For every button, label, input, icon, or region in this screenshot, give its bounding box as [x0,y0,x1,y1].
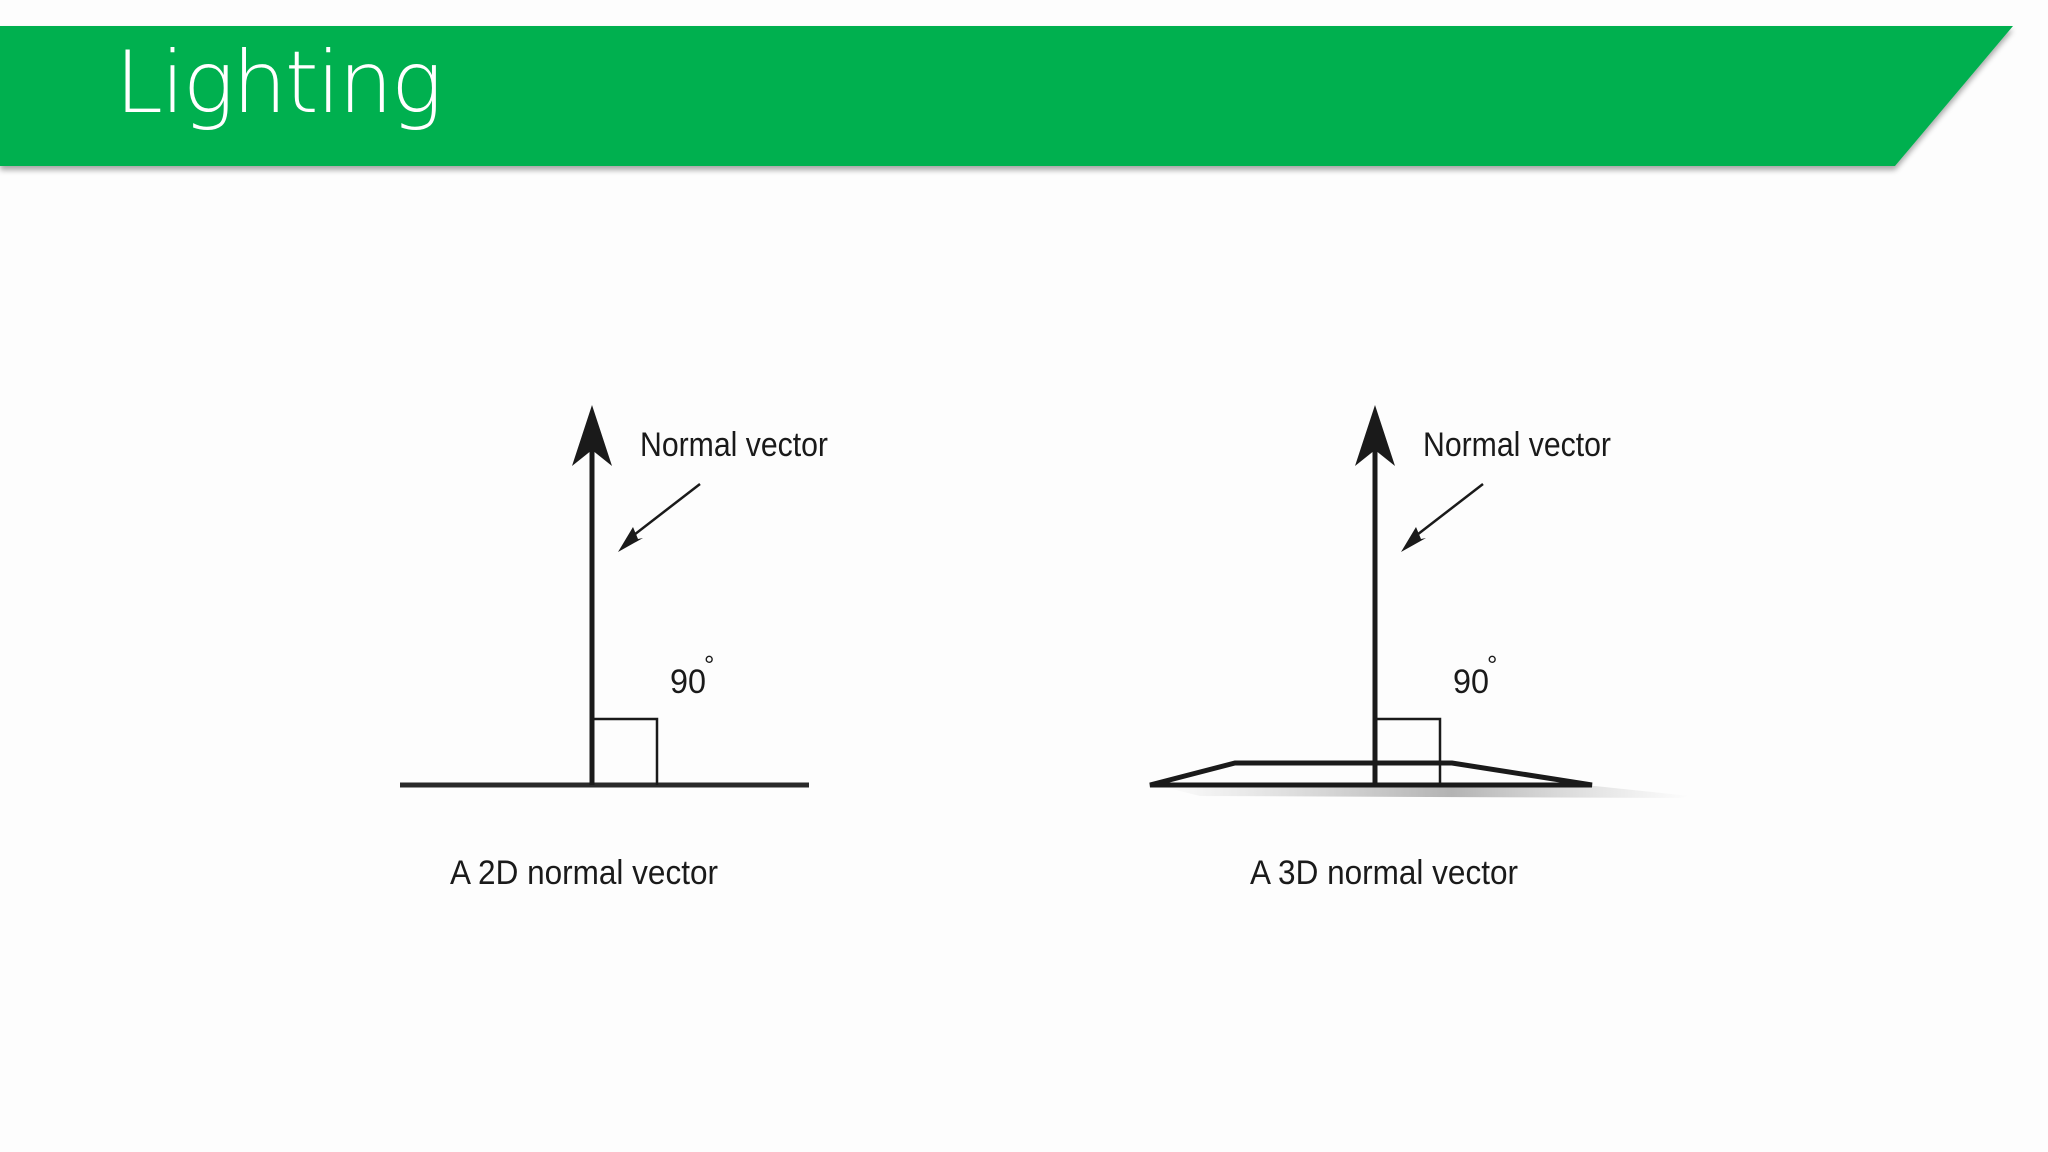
right-angle-marker [1375,717,1442,785]
angle-label: 90 [1453,663,1489,701]
slide-title: Lighting [115,33,443,133]
degree-symbol: ° [1487,650,1497,680]
surface-plane [1149,760,1593,788]
title-banner [0,26,2013,166]
label-pointer-arrowhead [1401,527,1426,552]
normal-vector-arrowhead [572,405,612,466]
label-pointer-line [1412,483,1484,539]
right-angle-marker [592,717,659,785]
label-pointer-arrowhead [618,527,643,552]
angle-label: 90 [670,663,706,701]
normal-vector-label: Normal vector [640,426,828,464]
normal-vector-label: Normal vector [1423,426,1611,464]
plane-shadow [1160,786,1690,798]
figure-caption: A 3D normal vector [1250,854,1518,892]
degree-symbol: ° [704,650,714,680]
normal-vector-arrowhead [1355,405,1395,466]
banner-shape [0,26,2013,166]
figure-caption: A 2D normal vector [450,854,718,892]
label-pointer-line [629,483,701,539]
